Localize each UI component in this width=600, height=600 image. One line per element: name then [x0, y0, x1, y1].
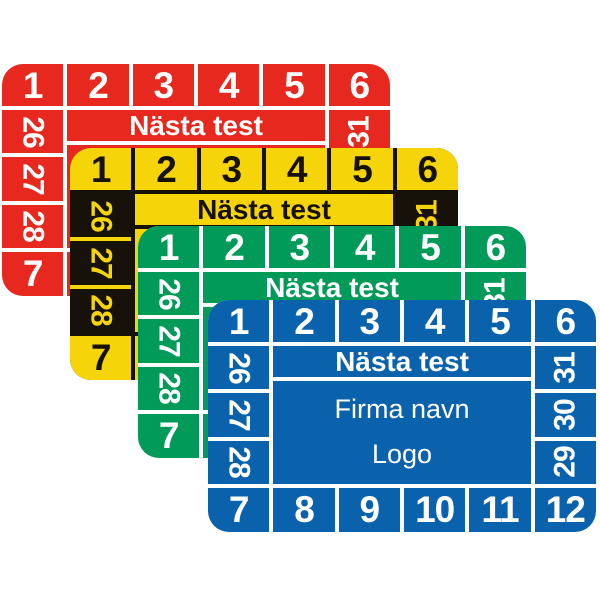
year-cell-31: 31: [534, 346, 596, 390]
month-cell-8: 8: [273, 487, 335, 532]
year-cell-27: 27: [70, 241, 132, 285]
year-cell-28: 28: [2, 204, 64, 248]
month-cell-5: 5: [399, 226, 461, 268]
month-cell-5: 5: [263, 64, 325, 106]
year-cell-28-text: 28: [152, 372, 186, 404]
year-cell-27-text: 27: [84, 247, 118, 279]
year-cell-28-text: 28: [16, 210, 50, 242]
year-cell-27-text: 27: [16, 163, 50, 195]
month-cell-1: 1: [2, 64, 64, 106]
month-cell-4: 4: [197, 64, 260, 106]
year-cell-26: 26: [70, 194, 132, 238]
year-cell-28: 28: [70, 288, 132, 332]
month-cell-2: 2: [67, 64, 129, 106]
left-year-column: 26 27 28: [2, 110, 64, 248]
year-cell-30: 30: [534, 393, 596, 437]
left-year-column: 26 27 28: [70, 194, 132, 332]
year-cell-27: 27: [2, 157, 64, 201]
month-cell-3: 3: [200, 148, 262, 190]
year-cell-26: 26: [138, 272, 200, 316]
month-cell-6: 6: [534, 300, 596, 342]
month-cell-9: 9: [338, 487, 400, 532]
month-cell-2: 2: [203, 226, 265, 268]
month-cell-1: 1: [70, 148, 132, 190]
month-cell-12: 12: [534, 487, 596, 532]
year-cell-28: 28: [208, 440, 270, 484]
year-cell-29: 29: [534, 440, 596, 484]
month-cell-3: 3: [338, 300, 400, 342]
month-cell-6: 6: [464, 226, 526, 268]
month-cell-2: 2: [273, 300, 335, 342]
year-cell-31: 31: [328, 110, 390, 154]
year-cell-26-text: 26: [152, 277, 186, 310]
month-cell-7: 7: [70, 335, 132, 380]
year-cell-27-text: 27: [152, 325, 186, 357]
month-cell-4: 4: [403, 300, 466, 342]
month-cell-2: 2: [135, 148, 197, 190]
year-cell-28-text: 28: [84, 294, 118, 326]
month-cell-1: 1: [208, 300, 270, 342]
year-cell-26-text: 26: [84, 199, 118, 232]
year-cell-26-text: 26: [16, 115, 50, 148]
left-year-column: 26 27 28: [208, 346, 270, 484]
year-cell-30-text: 30: [548, 399, 582, 431]
next-test-header: Nästa test: [273, 346, 531, 377]
month-cell-7: 7: [2, 251, 64, 296]
year-cell-31-text: 31: [342, 115, 376, 148]
year-cell-28-text: 28: [222, 446, 256, 478]
month-cell-11: 11: [469, 487, 531, 532]
year-cell-31-text: 31: [548, 351, 582, 384]
month-cell-6: 6: [328, 64, 390, 106]
year-cell-29-text: 29: [548, 446, 582, 478]
year-cell-27: 27: [208, 393, 270, 437]
left-year-column: 26 27 28: [138, 272, 200, 410]
month-cell-4: 4: [333, 226, 396, 268]
month-cell-3: 3: [132, 64, 194, 106]
month-cell-10: 10: [403, 487, 466, 532]
year-cell-28: 28: [138, 366, 200, 410]
month-cell-5: 5: [331, 148, 393, 190]
year-cell-26: 26: [2, 110, 64, 154]
month-cell-4: 4: [265, 148, 328, 190]
company-name-text: Firma navn: [334, 394, 470, 425]
logo-text: Logo: [371, 439, 433, 470]
month-cell-3: 3: [268, 226, 330, 268]
year-cell-26-text: 26: [222, 351, 256, 384]
next-test-header: Nästa test: [135, 194, 393, 225]
right-year-column: 31 30 29: [534, 346, 596, 484]
month-cell-7: 7: [138, 413, 200, 458]
month-cell-1: 1: [138, 226, 200, 268]
next-test-header: Nästa test: [67, 110, 325, 141]
year-cell-26: 26: [208, 346, 270, 390]
year-cell-27: 27: [138, 319, 200, 363]
month-cell-7: 7: [208, 487, 270, 532]
next-test-header: Nästa test: [203, 272, 461, 303]
year-cell-27-text: 27: [222, 399, 256, 431]
month-cell-6: 6: [396, 148, 458, 190]
month-cell-5: 5: [469, 300, 531, 342]
